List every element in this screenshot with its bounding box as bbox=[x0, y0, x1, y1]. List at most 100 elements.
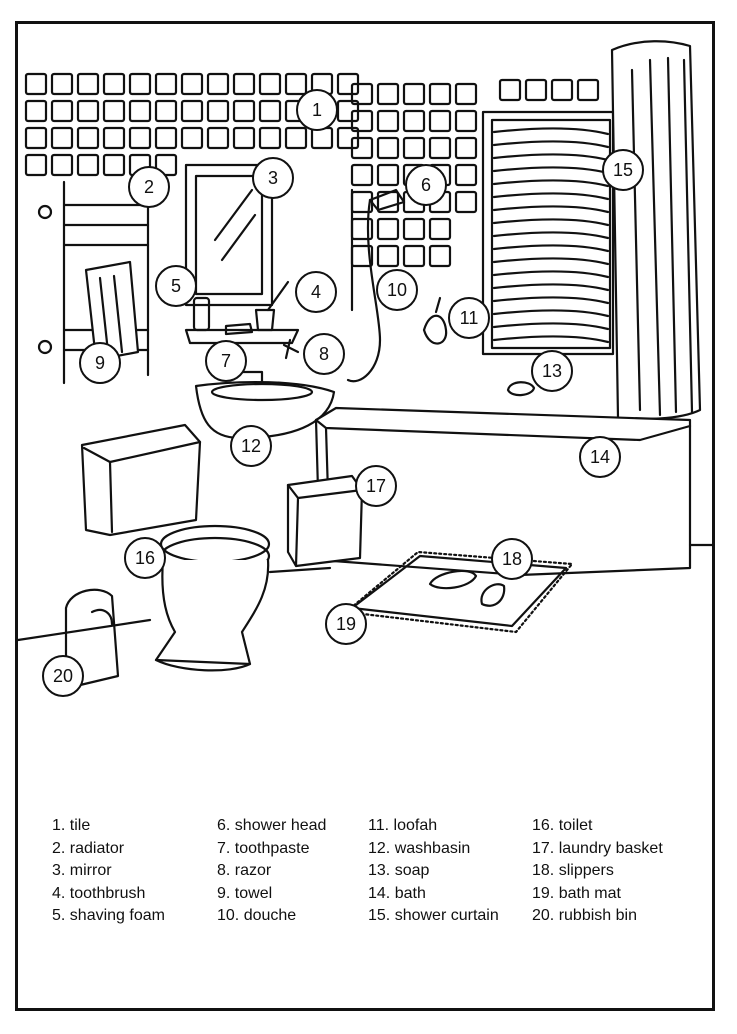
blind-slat bbox=[492, 244, 610, 253]
wall-tile bbox=[50, 126, 74, 150]
wall-tile bbox=[428, 244, 452, 268]
floor-line bbox=[16, 543, 714, 642]
wall-tile bbox=[402, 217, 426, 241]
wall-tile bbox=[206, 99, 230, 123]
wall-tile bbox=[206, 126, 230, 150]
legend-number: 19. bbox=[532, 884, 555, 902]
slippers-icon bbox=[428, 569, 506, 607]
wall-tile bbox=[180, 72, 204, 96]
badge-3: 3 bbox=[252, 157, 294, 199]
legend-item: 17. laundry basket bbox=[532, 838, 663, 861]
legend-column-1: 1. tile 2. radiator 3. mirror 4. toothbr… bbox=[52, 815, 165, 928]
toothbrush-cup-icon bbox=[254, 280, 290, 332]
wall-tile bbox=[258, 126, 282, 150]
wall-tile bbox=[428, 217, 452, 241]
wall-tile bbox=[258, 99, 282, 123]
blind-slat bbox=[492, 127, 610, 136]
legend-number: 1. bbox=[52, 817, 66, 834]
legend-item: 18. slippers bbox=[532, 860, 663, 883]
legend-number: 14. bbox=[368, 884, 391, 902]
badge-13: 13 bbox=[531, 350, 573, 392]
blind-slat bbox=[492, 153, 610, 162]
legend-label: slippers bbox=[558, 862, 614, 879]
badge-9: 9 bbox=[79, 342, 121, 384]
legend-number: 15. bbox=[368, 907, 391, 924]
wall-tile bbox=[376, 109, 400, 133]
wall-tile bbox=[454, 82, 478, 106]
legend-item: 14. bath bbox=[368, 883, 499, 906]
wall-tile bbox=[350, 163, 374, 187]
toilet-icon bbox=[154, 524, 271, 672]
wall-tile bbox=[284, 126, 308, 150]
legend-label: soap bbox=[394, 862, 430, 879]
legend-number: 4. bbox=[52, 884, 66, 902]
wall-tile bbox=[128, 126, 152, 150]
legend-number: 13. bbox=[368, 862, 391, 879]
wall-tile bbox=[258, 72, 282, 96]
wall-tile bbox=[76, 126, 100, 150]
wall-tile bbox=[576, 78, 600, 102]
wall-tile bbox=[76, 99, 100, 123]
wall-tile bbox=[350, 82, 374, 106]
shower-curtain-icon bbox=[610, 40, 702, 421]
douche-hose-icon bbox=[346, 188, 382, 383]
wall-tile bbox=[180, 126, 204, 150]
wall-tile bbox=[76, 153, 100, 177]
badge-14: 14 bbox=[579, 436, 621, 478]
legend-number: 6. bbox=[217, 817, 231, 834]
wall-tile bbox=[550, 78, 574, 102]
legend-number: 17. bbox=[532, 839, 555, 857]
wall-tile bbox=[376, 136, 400, 160]
shaving-foam-can-icon bbox=[192, 296, 211, 332]
wall-tile bbox=[454, 163, 478, 187]
wall-tile bbox=[350, 109, 374, 133]
wall-tile bbox=[232, 126, 256, 150]
blind-slat bbox=[492, 192, 610, 201]
blind-slat bbox=[492, 257, 610, 266]
legend-number: 12. bbox=[368, 839, 391, 857]
wall-tile bbox=[402, 244, 426, 268]
badge-19: 19 bbox=[325, 603, 367, 645]
legend-number: 10. bbox=[217, 907, 240, 924]
legend-column-4: 16. toilet 17. laundry basket 18. slippe… bbox=[532, 815, 663, 928]
wall-tile bbox=[102, 126, 126, 150]
legend-label: razor bbox=[234, 862, 272, 879]
wall-tile bbox=[102, 99, 126, 123]
wall-tile bbox=[102, 72, 126, 96]
badge-10: 10 bbox=[376, 269, 418, 311]
legend-item: 6. shower head bbox=[217, 815, 326, 838]
soap-icon bbox=[506, 381, 536, 397]
legend-label: shower head bbox=[234, 817, 327, 834]
legend-item: 5. shaving foam bbox=[52, 905, 165, 928]
wall-tile bbox=[180, 99, 204, 123]
wall-tile bbox=[454, 109, 478, 133]
blind-slat bbox=[492, 270, 610, 279]
toothpaste-icon bbox=[224, 322, 254, 336]
blind-slat bbox=[492, 179, 610, 188]
wall-tile bbox=[376, 163, 400, 187]
legend-label: laundry basket bbox=[558, 839, 663, 857]
wall-tile bbox=[428, 109, 452, 133]
legend-label: radiator bbox=[69, 839, 125, 857]
blind-slat bbox=[492, 322, 610, 331]
legend-label: mirror bbox=[69, 862, 112, 879]
wall-tile bbox=[24, 72, 48, 96]
legend-item: 16. toilet bbox=[532, 815, 663, 838]
legend: 1. tile 2. radiator 3. mirror 4. toothbr… bbox=[52, 815, 712, 935]
legend-column-3: 11. loofah 12. washbasin 13. soap 14. ba… bbox=[368, 815, 499, 928]
legend-label: toothbrush bbox=[69, 884, 146, 902]
razor-icon bbox=[282, 338, 300, 360]
wall-tile bbox=[284, 72, 308, 96]
legend-column-2: 6. shower head 7. toothpaste 8. razor 9.… bbox=[217, 815, 326, 928]
legend-item: 15. shower curtain bbox=[368, 905, 499, 928]
legend-item: 10. douche bbox=[217, 905, 326, 928]
wall-tile bbox=[428, 82, 452, 106]
blind-slat bbox=[492, 218, 610, 227]
page-frame bbox=[15, 21, 715, 1011]
legend-number: 16. bbox=[532, 817, 555, 834]
wall-tile bbox=[376, 217, 400, 241]
badge-6: 6 bbox=[405, 164, 447, 206]
legend-number: 2. bbox=[52, 839, 66, 857]
legend-item: 2. radiator bbox=[52, 838, 165, 861]
badge-2: 2 bbox=[128, 166, 170, 208]
